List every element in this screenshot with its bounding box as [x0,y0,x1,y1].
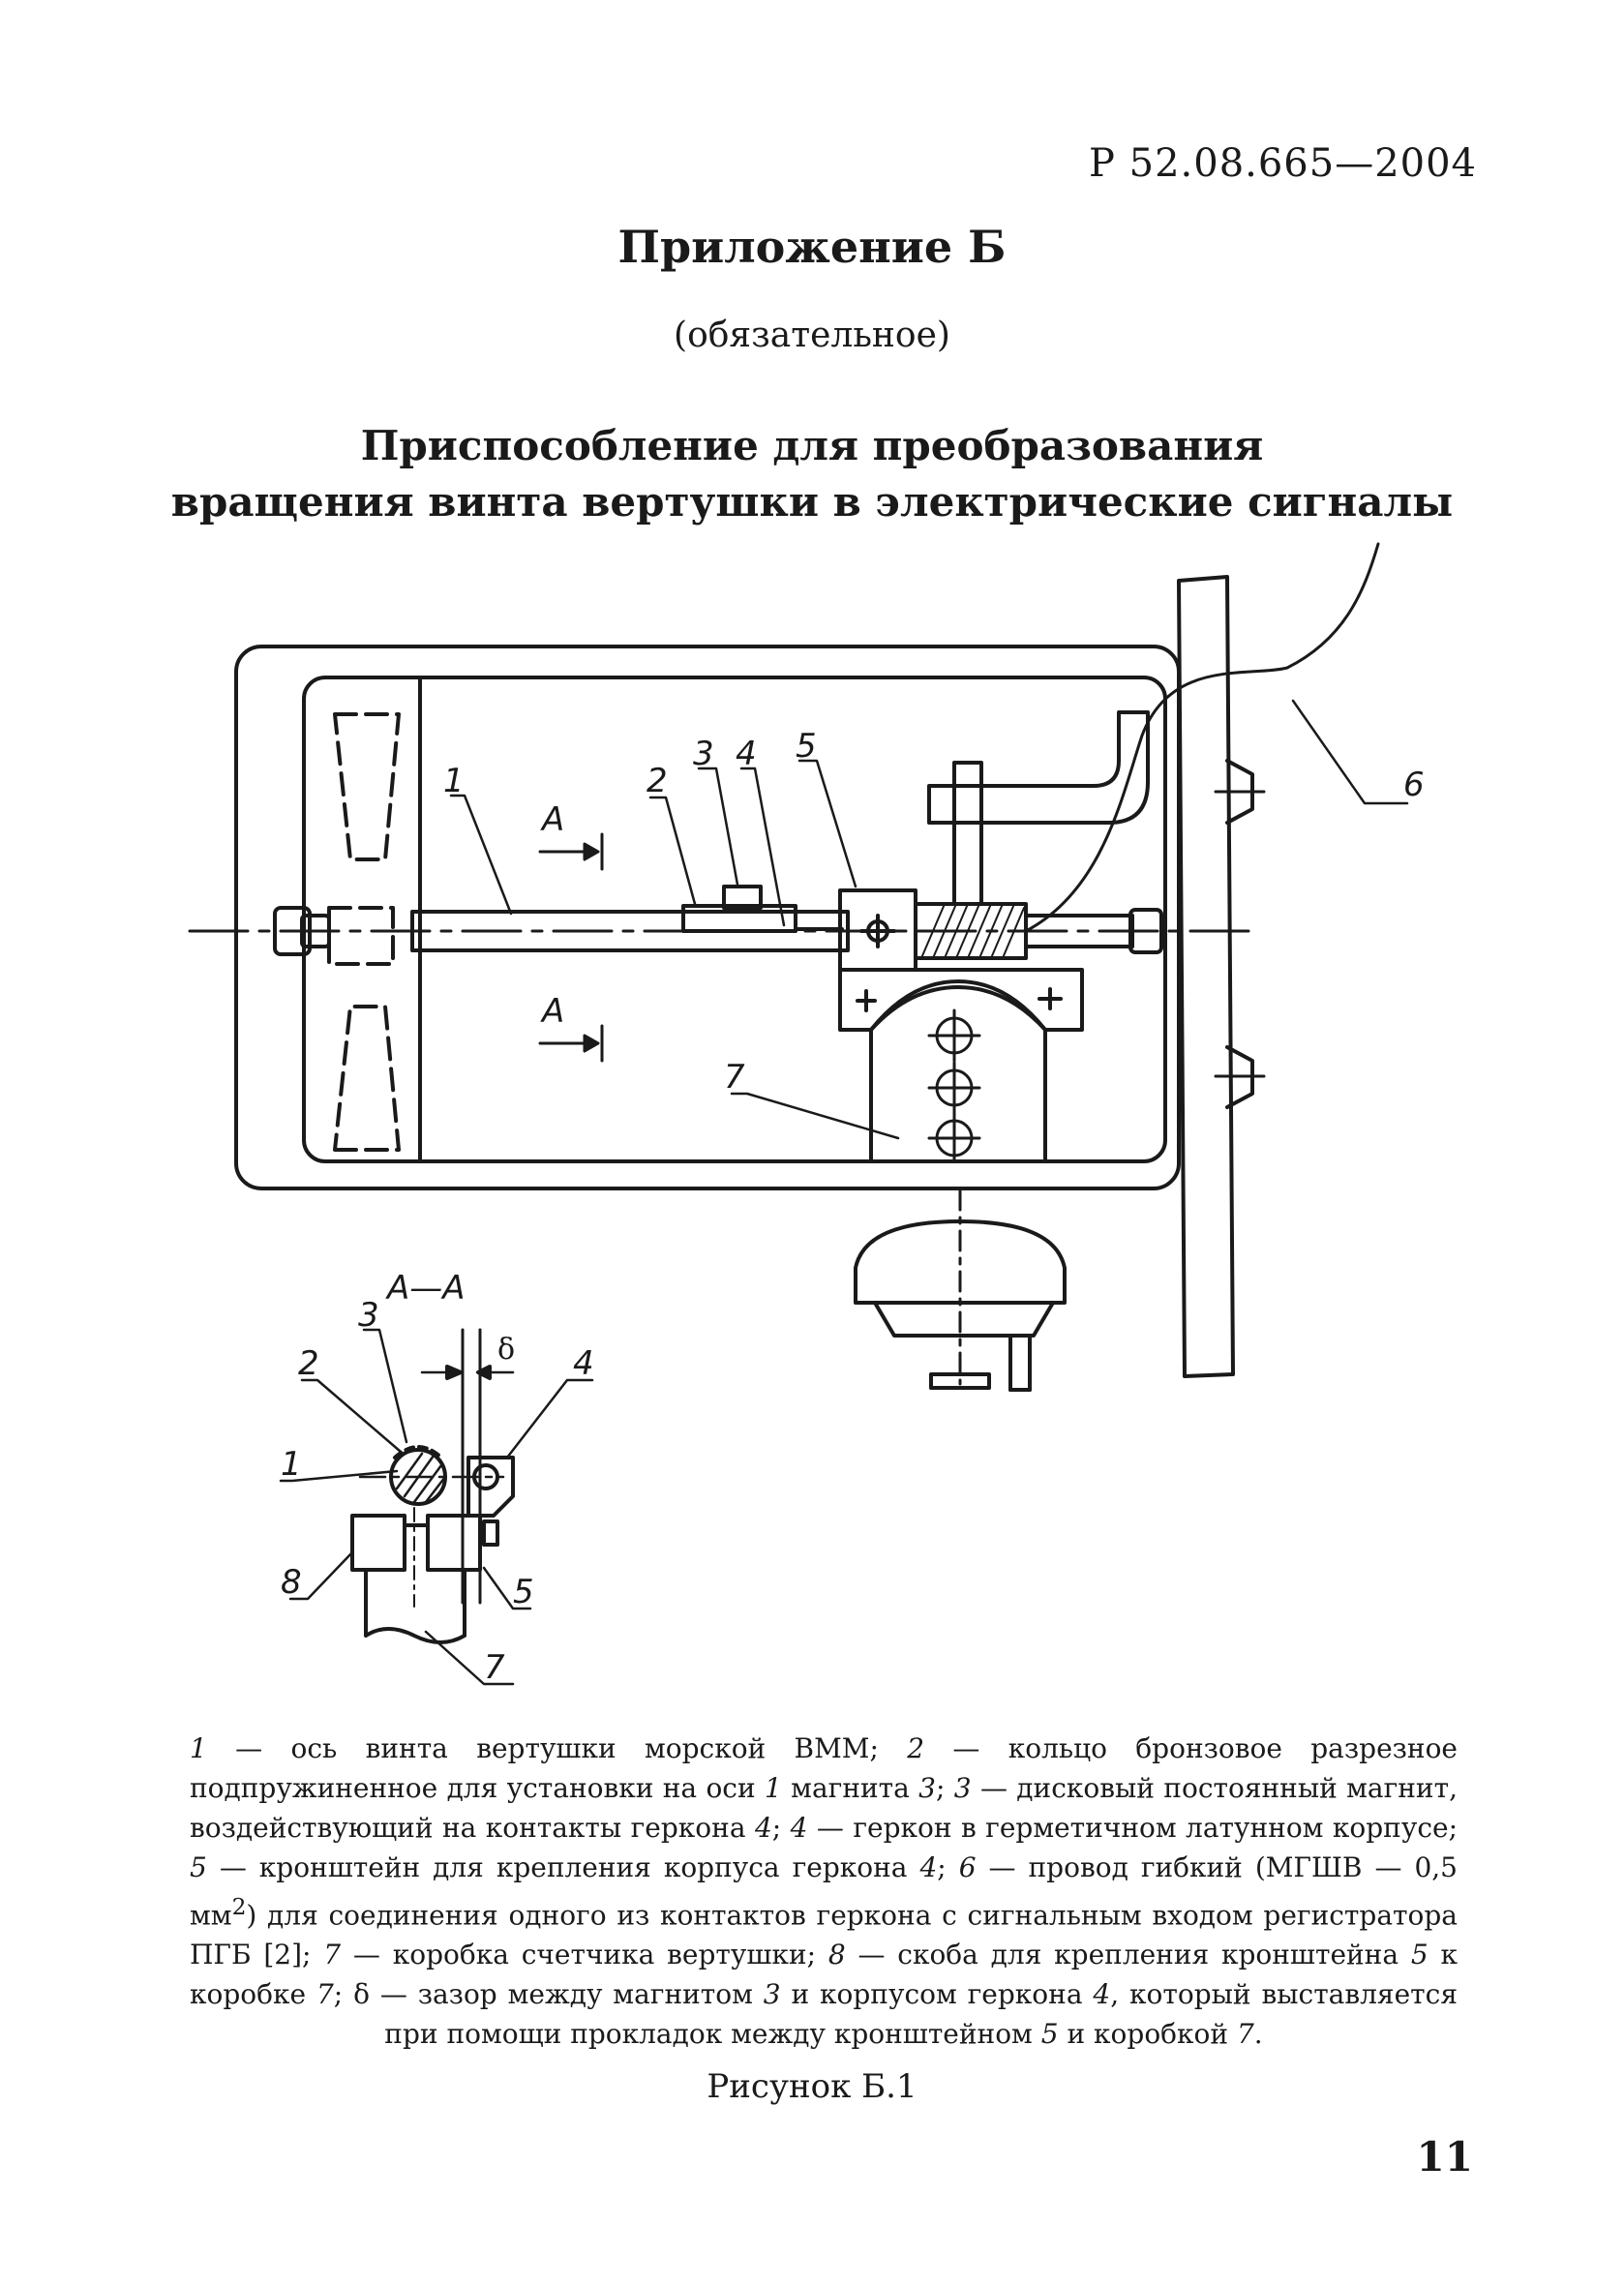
label-1: 1 [443,762,465,800]
caption-text: ; [771,1812,791,1844]
label-6: 6 [1403,766,1425,804]
caption-ref: 7 [323,1939,342,1971]
label-4: 4 [736,735,757,773]
counter-box-7 [869,985,1047,1163]
figure-title-line-1: Приспособление для преобразования [360,422,1264,469]
thread-hatching [920,903,1025,959]
caption-superscript: 2 [231,1893,247,1920]
figure-caption: 1 — ось винта вертушки морской ВММ; 2 — … [190,1729,1458,2054]
shaft [410,910,850,952]
section-label-2: 2 [298,1344,319,1383]
figure-number: Рисунок Б.1 [707,2067,917,2106]
section-clamp-8 [350,1514,406,1572]
caption-text: — скоба для крепления кронштейна [845,1939,1411,1971]
caption-ref: 4 [1093,1978,1111,2011]
appendix-status: (обязательное) [674,316,950,355]
caption-text: — кронштейн для крепления корпуса геркон… [206,1851,920,1883]
weight-screw [929,1372,991,1390]
top-bracket [927,710,1150,825]
page-number: 11 [1416,2133,1473,2181]
caption-text: ; δ — зазор между магнитом [333,1978,764,2011]
shaft-nut-right [1128,908,1163,954]
caption-ref: 5 [1040,2018,1059,2051]
caption-ref: 3 [918,1772,936,1804]
caption-text: — ось винта вертушки морской ВММ; [206,1732,908,1764]
caption-ref: 6 [958,1851,977,1883]
section-bracket-5 [426,1514,482,1572]
caption-ref: 7 [316,1978,334,2011]
mounting-rod [1177,575,1235,1378]
caption-ref: 8 [827,1939,846,1971]
caption-ref: 5 [190,1851,207,1883]
figure-title: Приспособление для преобразования вращен… [0,418,1624,530]
section-arrow-top [538,832,604,871]
label-3: 3 [693,735,714,773]
caption-ref: 4 [919,1851,938,1883]
label-2: 2 [647,762,668,800]
label-7: 7 [724,1058,745,1097]
caption-text: , который выставляется при помощи прокла… [384,1978,1459,2051]
section-bracket [466,1456,515,1518]
flexible-wire-6 [1024,542,1380,933]
figure-title-line-2: вращения винта вертушки в электрические … [170,478,1454,526]
caption-ref: 5 [1410,1939,1429,1971]
vertical-post [952,761,983,906]
caption-text: ; [937,1851,959,1883]
caption-text: ; [936,1772,954,1804]
caption-ref: 4 [754,1812,772,1844]
label-section-a-bottom: А [540,992,564,1031]
caption-ref: 3 [763,1978,781,2011]
section-box-7 [364,1568,466,1644]
label-section-a-top: А [540,800,564,839]
caption-text: и коробкой [1058,2018,1237,2051]
caption-text: — коробка счетчика вертушки; [341,1939,828,1971]
caption-text: ) для соединения одного из контактов гер… [190,1899,1458,1971]
caption-ref: 1 [765,1772,782,1804]
caption-text: к коробке [190,1939,1458,2011]
caption-text: и корпусом геркона [780,1978,1094,2011]
caption-ref: 7 [1236,2018,1254,2051]
label-5: 5 [796,727,817,766]
shaft-nut-left-2 [300,914,331,948]
counter-gears [927,1008,981,1163]
caption-text: — геркон в герметичном латунном корпусе; [807,1812,1458,1844]
caption-text: — кольцо бронзовое разрезное подпружинен… [190,1732,1459,1804]
magnet-3 [722,885,763,910]
label-section-title: А—А [385,1269,466,1308]
section-label-3: 3 [358,1296,379,1335]
section-label-8: 8 [281,1563,302,1602]
caption-text: магнита [781,1772,919,1804]
caption-text: . [1253,2018,1263,2051]
caption-ref: 2 [907,1732,925,1764]
caption-ref: 3 [953,1772,972,1804]
appendix-title: Приложение Б [617,221,1007,273]
caption-text: — дисковый постоянный магнит, воздейству… [190,1772,1458,1844]
document-code: Р 52.08.665—2004 [1089,141,1477,186]
section-label-5: 5 [513,1573,534,1611]
label-delta: δ [497,1333,515,1367]
leader-lines [449,699,1409,1140]
section-reed [472,1463,499,1490]
section-label-4: 4 [573,1344,594,1383]
caption-ref: 4 [790,1812,808,1844]
section-label-1: 1 [281,1445,302,1484]
section-label-7: 7 [484,1648,505,1687]
housing-outer [234,645,1181,1190]
shaft-nut-left [273,906,312,956]
section-detail [279,1328,594,1686]
technical-drawing: 1 2 3 4 5 6 7 А А А—А 3 2 4 1 8 5 7 δ [188,542,1425,1687]
section-arrow-bottom [538,1024,604,1063]
caption-text: — провод гибкий (МГШВ — 0,5 мм [190,1851,1458,1932]
caption-ref: 1 [190,1732,207,1764]
